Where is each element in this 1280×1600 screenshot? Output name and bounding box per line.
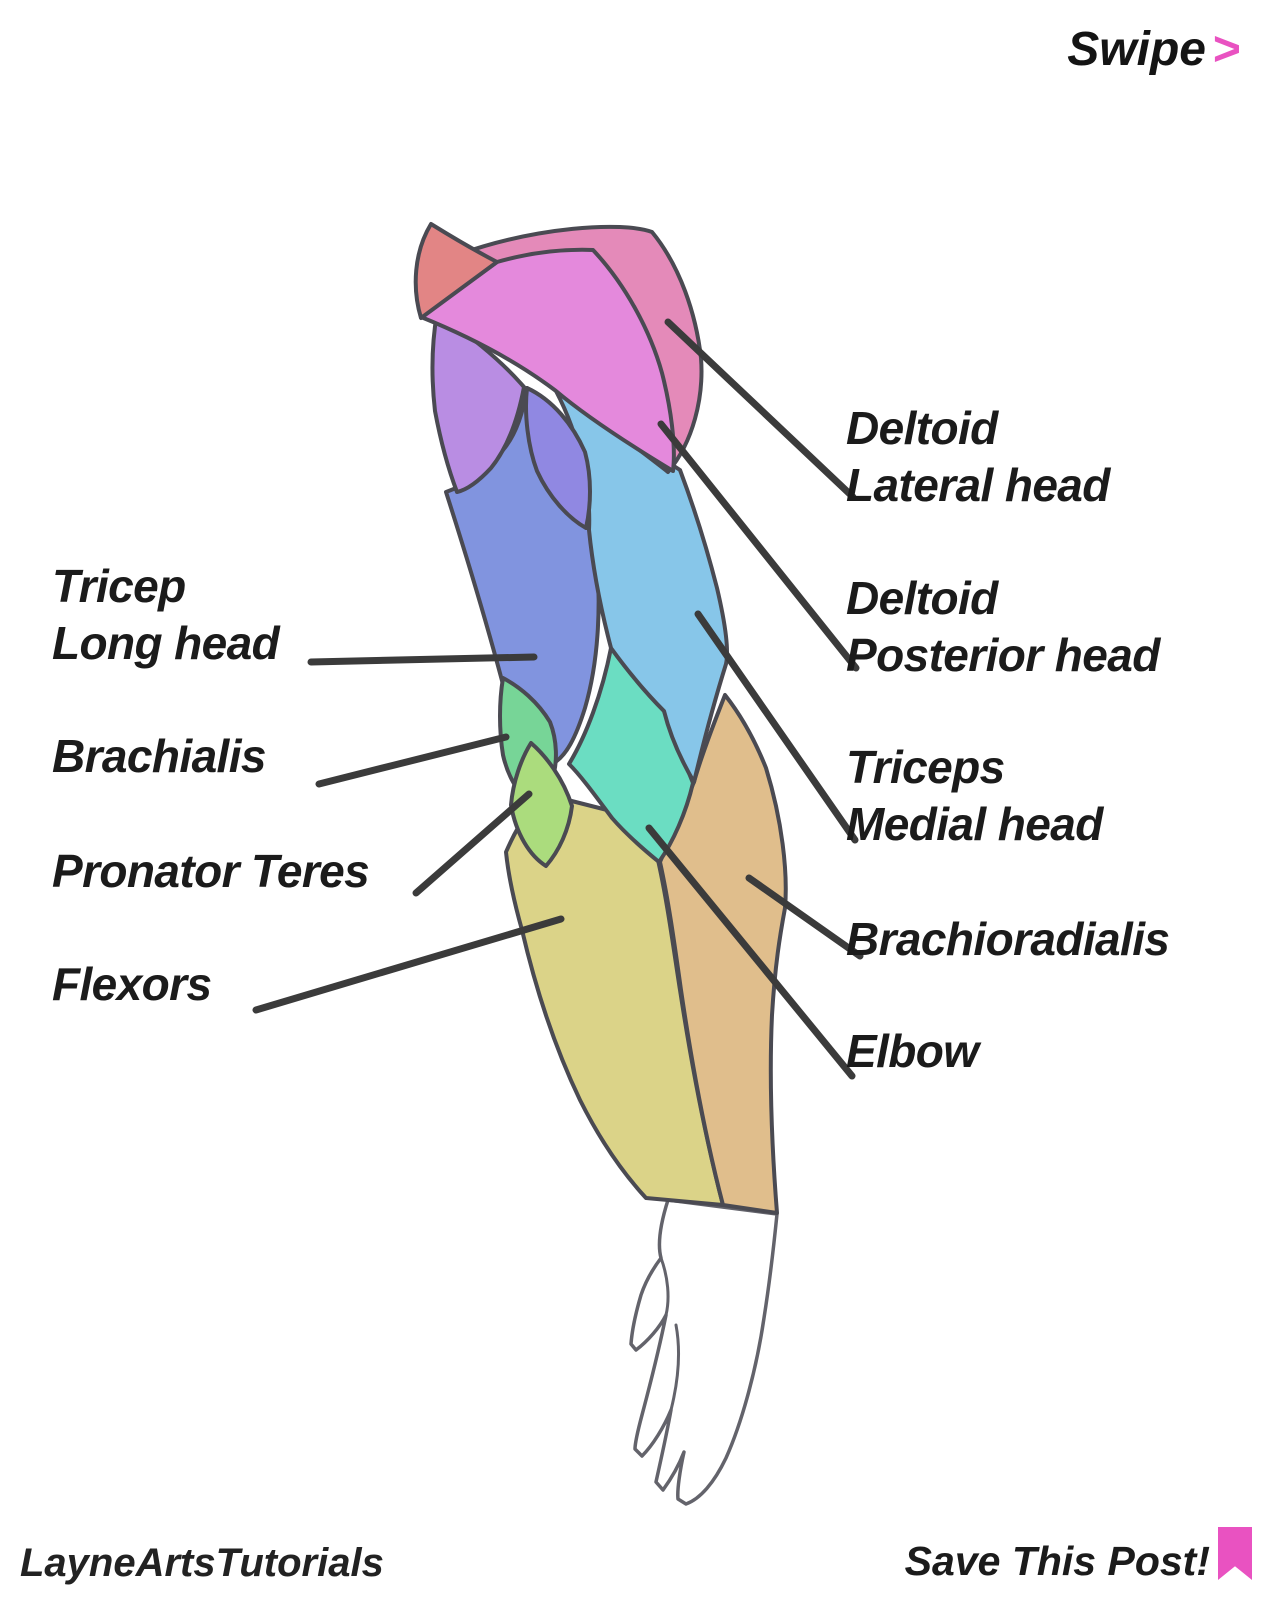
label-elbow: Elbow (846, 1023, 979, 1080)
label-line: Flexors (52, 958, 212, 1010)
label-deltoid-posterior: Deltoid Posterior head (846, 570, 1160, 684)
label-line: Brachioradialis (846, 913, 1170, 965)
label-line: Long head (52, 617, 280, 670)
label-pronator-teres: Pronator Teres (52, 843, 370, 900)
label-line: Posterior head (846, 629, 1160, 682)
leader-brachialis (315, 733, 510, 788)
label-brachioradialis: Brachioradialis (846, 911, 1170, 968)
muscle-triceps-medial-head (554, 389, 729, 784)
label-tricep-long: Tricep Long head (52, 558, 280, 672)
muscle-pronator-teres (509, 741, 574, 868)
leader-tricep-long (307, 653, 538, 666)
label-line: Deltoid (846, 572, 998, 624)
leader-deltoid-posterior (657, 420, 860, 672)
leader-lines (252, 318, 864, 1080)
swipe-arrow-icon: > (1211, 23, 1240, 76)
muscle-upper-arm-lilac (430, 311, 526, 494)
leader-flexors (252, 915, 565, 1014)
hand-thumb-crease (659, 1256, 670, 1317)
hand-outline (629, 1198, 779, 1506)
label-line: Brachialis (52, 730, 267, 782)
label-line: Medial head (846, 798, 1103, 851)
label-brachialis: Brachialis (52, 728, 267, 785)
label-line: Triceps (846, 741, 1005, 793)
label-line: Lateral head (846, 459, 1110, 512)
label-triceps-medial: Triceps Medial head (846, 739, 1103, 853)
muscle-shoulder-accent (413, 222, 499, 320)
author-credit: LayneArtsTutorials (20, 1541, 384, 1585)
swipe-label: Swipe (1067, 23, 1206, 76)
leader-elbow (645, 824, 856, 1080)
save-post-cta[interactable]: Save This Post! (904, 1538, 1210, 1584)
label-line: Elbow (846, 1025, 979, 1077)
label-deltoid-lateral: Deltoid Lateral head (846, 400, 1110, 514)
swipe-cta[interactable]: Swipe> (1067, 22, 1240, 77)
leader-brachioradialis (745, 874, 864, 960)
label-line: Deltoid (846, 402, 998, 454)
leader-triceps-medial (694, 610, 859, 844)
muscle-brachioradialis (658, 693, 788, 1215)
label-line: Tricep (52, 560, 186, 612)
hand-finger-crease (669, 1323, 680, 1412)
label-flexors: Flexors (52, 956, 212, 1013)
leader-deltoid-lateral (664, 318, 857, 501)
muscle-upper-arm-violet (524, 386, 592, 530)
leader-pronator-teres (412, 790, 533, 897)
label-line: Pronator Teres (52, 845, 370, 897)
